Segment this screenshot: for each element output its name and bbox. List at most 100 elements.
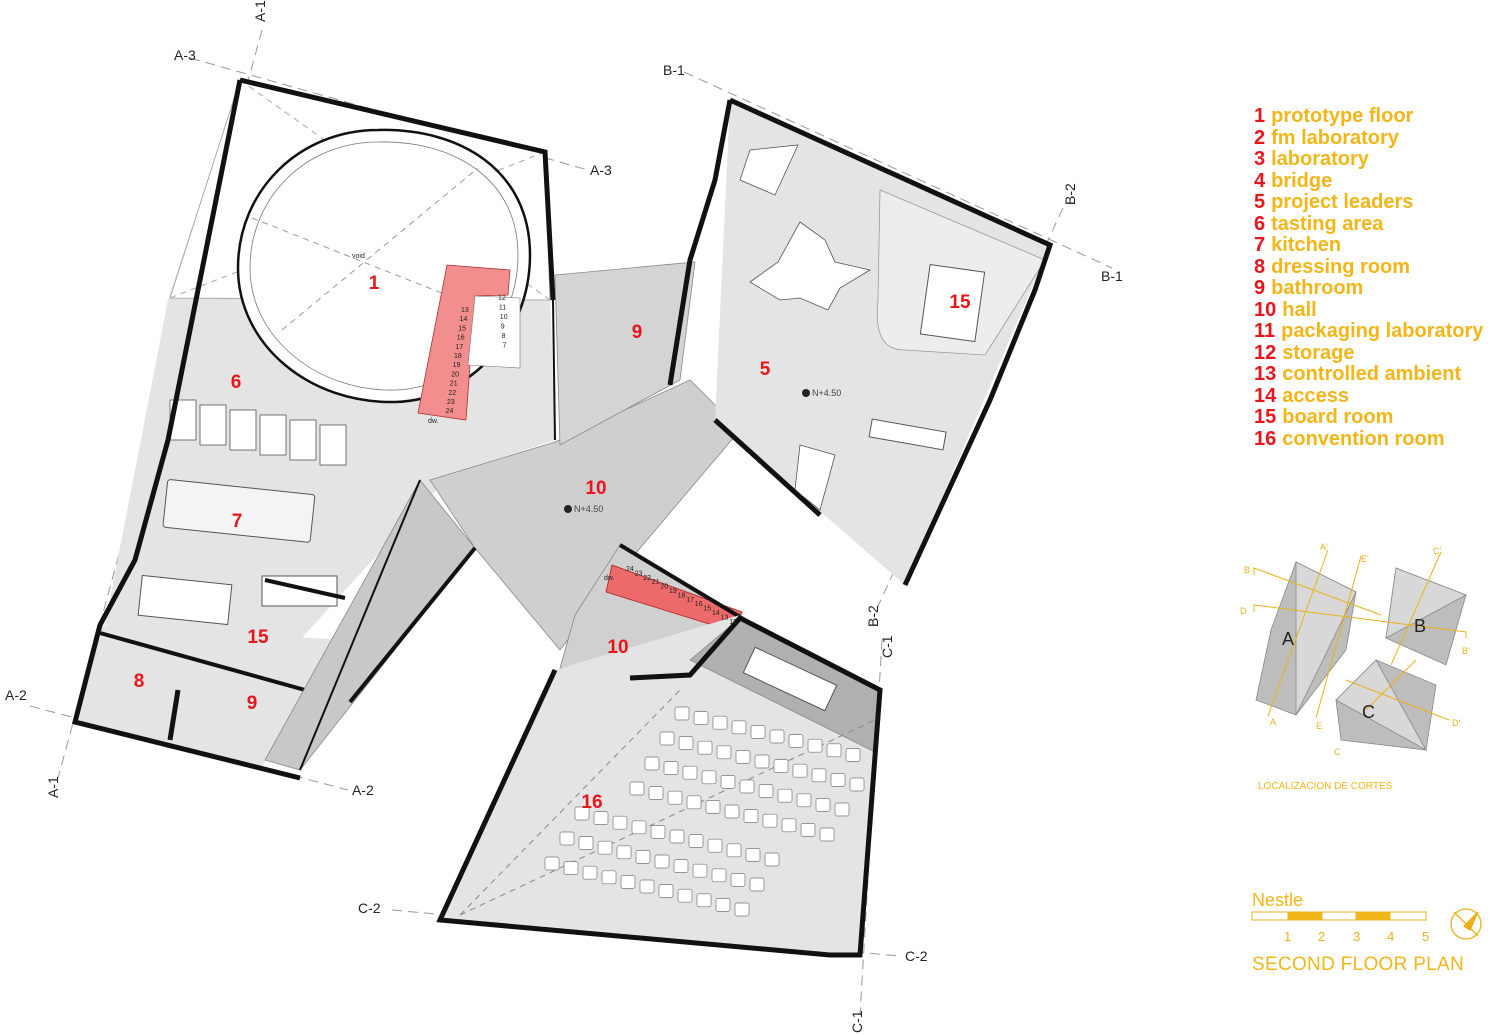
chair xyxy=(830,773,846,787)
stair-step-number: 16 xyxy=(457,335,465,342)
chair xyxy=(693,711,709,725)
scale-bar: 1 2 3 4 5 xyxy=(1251,908,1482,944)
chair xyxy=(574,806,590,821)
stair-step-number: 16 xyxy=(695,601,703,608)
stair-step-number: 21 xyxy=(450,381,458,388)
scale-tick: 4 xyxy=(1387,929,1394,944)
room-label-15b: 15 xyxy=(949,292,971,313)
level-symbols xyxy=(564,389,810,513)
chair xyxy=(593,811,609,825)
stair-step-number: 12 xyxy=(729,619,737,626)
room-label-5: 5 xyxy=(760,359,771,380)
chair xyxy=(773,759,789,773)
axis-c1-top: C-1 xyxy=(879,635,895,658)
chair xyxy=(758,784,774,798)
chair xyxy=(563,861,579,875)
seating xyxy=(544,706,865,917)
chair xyxy=(663,761,679,775)
stair-step-number: 22 xyxy=(448,390,456,397)
room-label-1: 1 xyxy=(369,273,380,294)
chair xyxy=(720,775,736,789)
block-label-c: C xyxy=(1362,702,1375,722)
chair xyxy=(781,818,797,833)
stair-step-number: 19 xyxy=(453,362,461,369)
chair xyxy=(631,820,647,835)
chair xyxy=(601,870,617,885)
cut-label: C' xyxy=(1433,546,1441,556)
chair xyxy=(654,854,670,869)
chair xyxy=(735,750,751,764)
chair xyxy=(849,777,865,792)
room-numbers: 1 6 7 15 8 9 9 5 15 10 10 16 xyxy=(134,273,971,813)
chair xyxy=(750,725,766,739)
stair-step-number: 11 xyxy=(499,305,506,312)
cut-label: D xyxy=(1240,606,1247,616)
chair xyxy=(749,877,765,892)
block-label-b: B xyxy=(1414,616,1426,636)
room-label-6: 6 xyxy=(231,372,242,393)
stair-step-number: 17 xyxy=(686,597,694,604)
chair xyxy=(667,790,683,805)
chair xyxy=(673,859,689,873)
room-label-16: 16 xyxy=(581,792,602,813)
chair xyxy=(648,786,664,800)
cut-label: B' xyxy=(1462,646,1470,656)
chair xyxy=(578,836,594,850)
stair-step-number: 21 xyxy=(652,579,660,586)
chair xyxy=(726,843,742,858)
chair xyxy=(705,800,721,814)
stair-step-number: 9 xyxy=(501,324,505,331)
level-marker-hall: N+4.50 xyxy=(574,504,603,514)
chair xyxy=(692,863,708,878)
chair xyxy=(716,745,732,760)
chair xyxy=(796,793,812,808)
axis-a3-left: A-3 xyxy=(174,47,196,63)
chair xyxy=(715,898,731,912)
stair-step-number: 13 xyxy=(461,307,469,314)
chair xyxy=(731,720,747,735)
cut-label: B xyxy=(1244,565,1250,575)
chair xyxy=(650,825,666,839)
axis-b1-left: B-1 xyxy=(663,62,685,78)
axis-a1-bottom: A-1 xyxy=(45,776,61,798)
chair xyxy=(697,740,713,755)
north-arrow-icon xyxy=(1450,908,1482,940)
chair xyxy=(616,845,632,860)
chair xyxy=(620,875,636,889)
chair xyxy=(612,815,628,830)
stair-step-number: 23 xyxy=(447,399,455,406)
stair-step-number: 20 xyxy=(660,584,668,591)
room-label-10b: 10 xyxy=(607,637,628,658)
cut-label: A' xyxy=(1320,542,1328,552)
chair xyxy=(792,763,808,778)
chair xyxy=(807,738,823,753)
axis-a3-right: A-3 xyxy=(590,162,612,178)
chair xyxy=(754,754,770,769)
chair xyxy=(688,834,704,848)
room-label-9a: 9 xyxy=(632,322,643,343)
block-a xyxy=(71,77,556,781)
chair xyxy=(743,809,759,823)
chair xyxy=(686,795,702,810)
axis-b2-bottom: B-2 xyxy=(865,605,881,627)
drawing-title: SECOND FLOOR PLAN xyxy=(1252,954,1465,975)
axis-b2-top: B-2 xyxy=(1062,183,1078,205)
chair xyxy=(745,848,761,862)
stair-step-number: 7 xyxy=(503,343,507,350)
cut-label: C xyxy=(1334,747,1341,757)
chair xyxy=(712,715,728,730)
chair xyxy=(669,829,685,844)
chair xyxy=(769,729,785,744)
level-marker-b: N+4.50 xyxy=(812,388,841,398)
stair-step-number: 17 xyxy=(455,344,463,351)
stair-step-number: 15 xyxy=(458,325,466,332)
cut-label: E xyxy=(1316,721,1322,731)
